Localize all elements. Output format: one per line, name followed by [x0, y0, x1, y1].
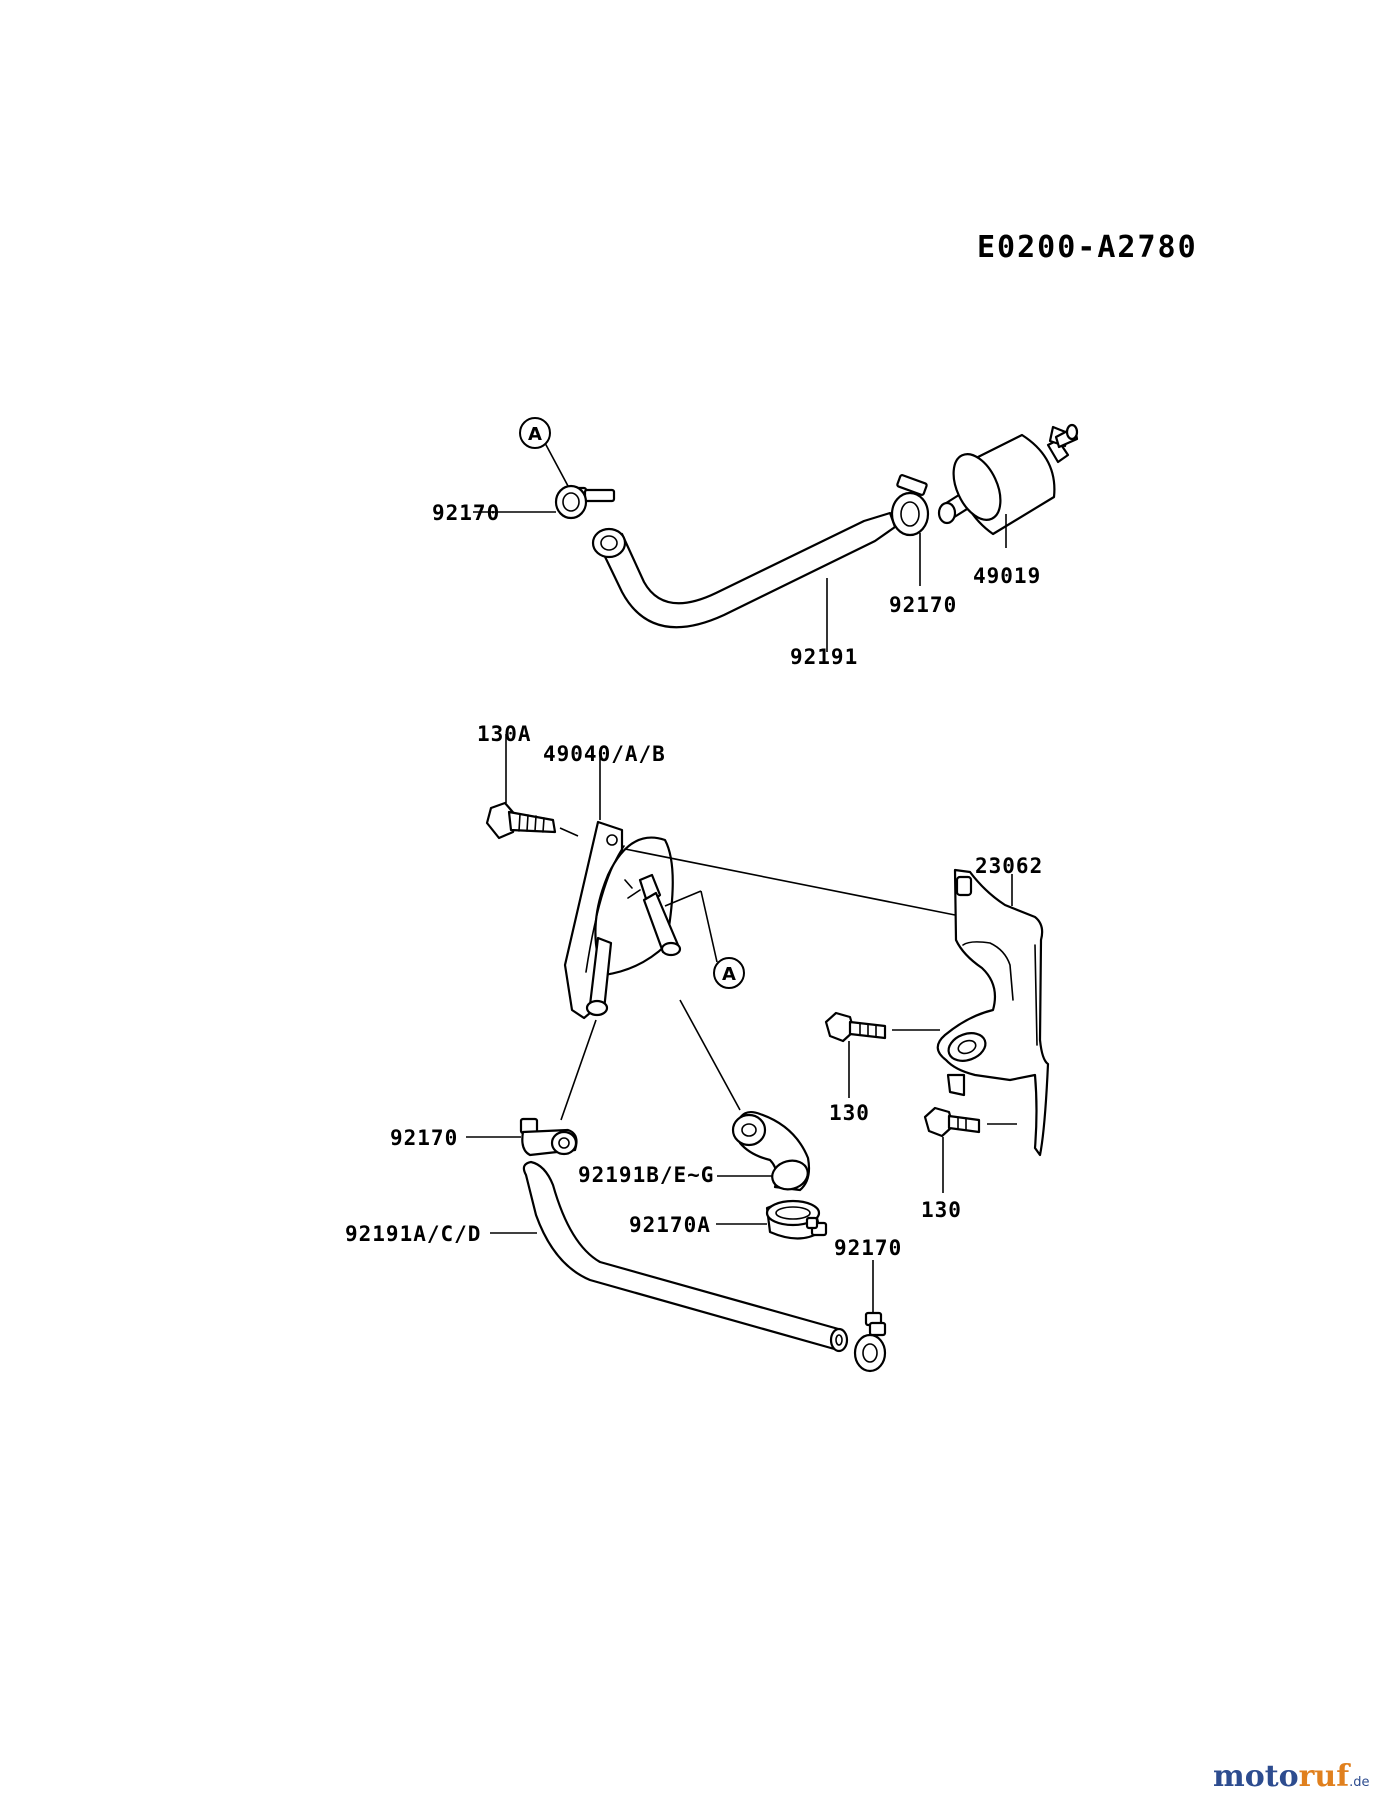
reference-marker-a-top: A	[519, 417, 569, 487]
reference-marker-a-bottom: A	[664, 890, 745, 989]
label-92170-mid-left: 92170	[390, 1126, 458, 1150]
label-130-lower: 130	[921, 1198, 962, 1222]
svg-text:A: A	[528, 424, 542, 445]
bolt-130a	[485, 801, 557, 840]
hose-clamp-top-right	[890, 474, 930, 537]
label-92191-top: 92191	[790, 645, 858, 669]
diagram-code: E0200-A2780	[977, 230, 1198, 265]
bolt-130-upper	[824, 1011, 887, 1043]
fuel-filter	[937, 423, 1079, 536]
label-130-upper: 130	[829, 1101, 870, 1125]
label-92170-top-left: 92170	[432, 501, 500, 525]
fuel-hose-bend	[731, 1110, 811, 1192]
bolt-130-lower	[923, 1106, 981, 1138]
svg-text:A: A	[722, 964, 736, 985]
watermark-logo: motoruf.de	[1213, 1759, 1370, 1794]
label-92191b-e-g: 92191B/E~G	[578, 1163, 714, 1187]
label-92170a: 92170A	[629, 1213, 711, 1237]
label-49040-a-b: 49040/A/B	[543, 742, 666, 766]
hose-clamp-top-left	[554, 484, 616, 520]
hose-clamp-92170a	[765, 1199, 828, 1240]
bracket-23062	[936, 868, 1050, 1157]
hose-clamp-bottom-right	[853, 1311, 887, 1373]
fuel-hose-92191	[591, 511, 897, 629]
label-92170-top-right: 92170	[889, 593, 957, 617]
svg-text:motoruf.de: motoruf.de	[1213, 1759, 1370, 1794]
label-92191a-c-d: 92191A/C/D	[345, 1222, 481, 1246]
label-23062: 23062	[975, 854, 1043, 878]
fuel-pump	[563, 820, 682, 1020]
fuel-hose-long	[522, 1160, 849, 1353]
hose-clamp-mid-left	[519, 1117, 578, 1157]
label-130a: 130A	[477, 722, 532, 746]
label-92170-bottom-right: 92170	[834, 1236, 902, 1260]
label-49019: 49019	[973, 564, 1041, 588]
